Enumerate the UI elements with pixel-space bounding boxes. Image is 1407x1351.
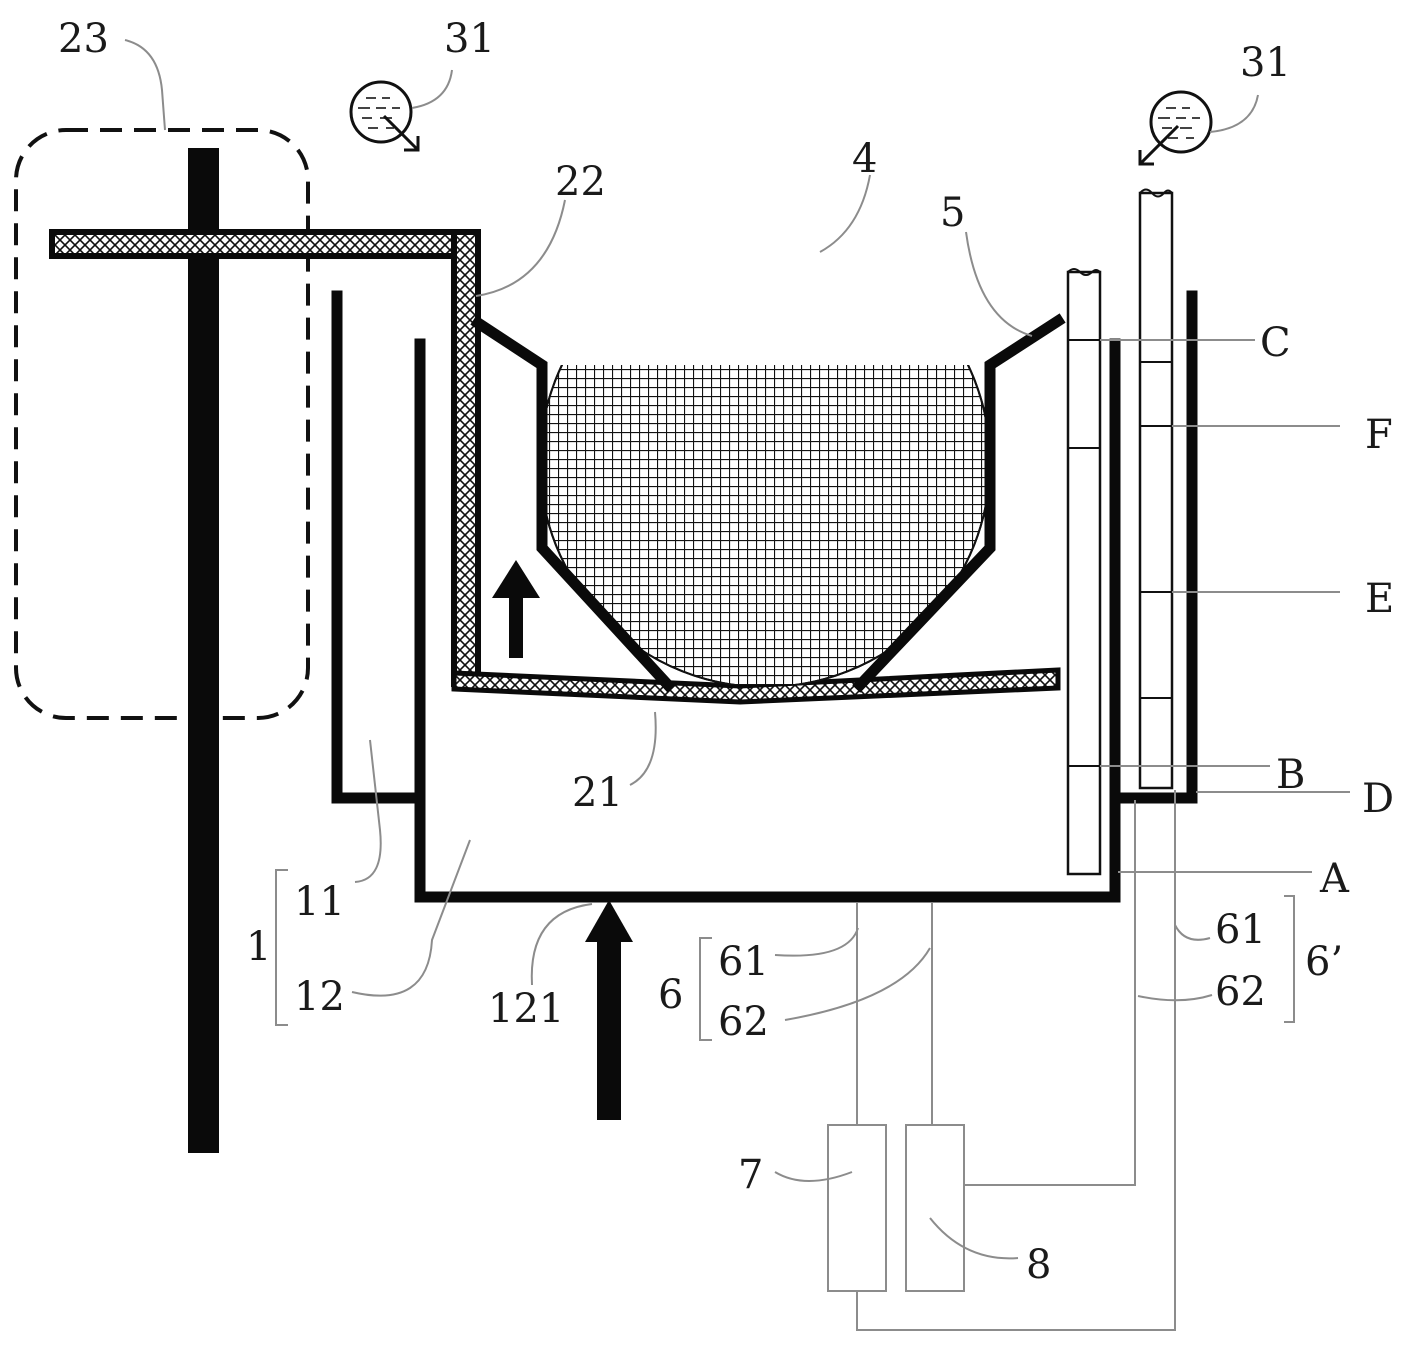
support-arm-22-vertical [451,229,481,687]
label-61-left: 61 [718,939,769,985]
label-4: 4 [852,136,877,182]
tank-outer-right [1112,290,1198,804]
vertical-pole [188,148,219,1153]
support-arm-22-top [49,229,481,259]
label-6-prime: 6’ [1305,939,1343,985]
tray-21 [451,667,1061,705]
label-E: E [1365,576,1394,622]
label-7: 7 [738,1152,763,1198]
sphere-4 [542,365,990,685]
inlet-arrow-121 [585,900,633,1120]
label-61-right: 61 [1215,907,1266,953]
tank-outer-11 [331,290,424,804]
leader-lines [124,39,1295,1260]
label-31-left: 31 [444,16,495,62]
label-1: 1 [246,924,271,970]
label-22: 22 [555,159,606,205]
unit-7 [827,1124,887,1292]
dashed-enclosure-23 [14,128,310,720]
label-121: 121 [488,986,564,1032]
unit-8 [905,1124,965,1292]
label-6: 6 [658,972,683,1018]
flow-arrow-inner [492,560,540,658]
label-5: 5 [940,190,965,236]
label-31-right: 31 [1240,40,1291,86]
droplet-31-right [1138,90,1213,166]
probe-6 [1066,270,1102,876]
label-62-left: 62 [718,999,769,1045]
label-8: 8 [1026,1242,1051,1288]
holder-left [470,315,676,693]
label-11: 11 [294,879,345,925]
holder-right [852,313,1066,693]
label-21: 21 [572,770,623,816]
level-lines [1100,339,1350,873]
probe-6-prime [1138,191,1174,790]
wiring [856,790,1176,1331]
label-62-right: 62 [1215,969,1266,1015]
label-C: C [1260,320,1291,366]
label-12: 12 [294,974,345,1020]
label-D: D [1362,776,1394,822]
label-B: B [1276,752,1305,798]
tank-inner-12 [414,338,1121,903]
droplet-31-left [349,80,420,152]
label-F: F [1365,412,1393,458]
label-23: 23 [58,16,109,62]
label-A: A [1319,856,1350,902]
